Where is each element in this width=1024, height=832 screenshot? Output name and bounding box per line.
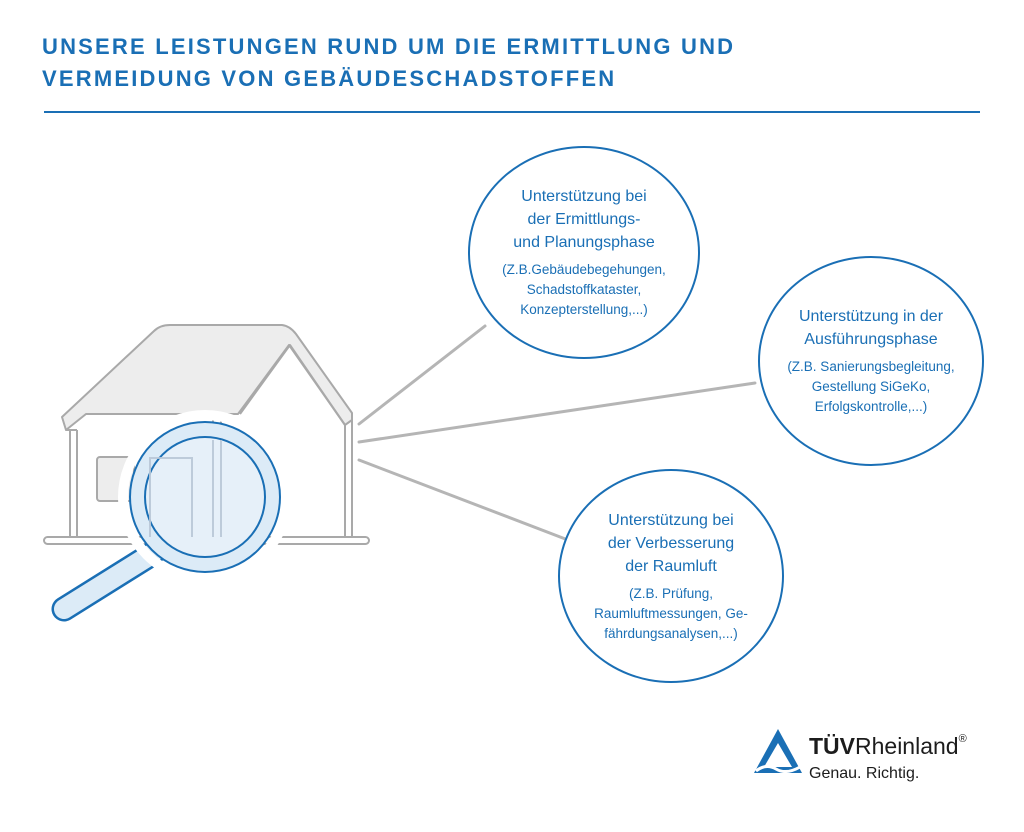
- bubble-indoor-air-title: Unterstützung bei der Verbesserung der R…: [607, 511, 735, 575]
- house-walls: [69, 420, 353, 537]
- tuv-registered-mark: ®: [958, 733, 967, 745]
- magnifier-lens-halo: [118, 410, 292, 584]
- bubble-indoor-air: Unterstützung bei der Verbesserung der R…: [558, 469, 784, 683]
- page-title-line-1: Unsere Leistungen rund um die Ermittlung…: [42, 34, 736, 59]
- magnifier-lens-detail: [149, 440, 222, 537]
- magnifier-handle-inner: [54, 544, 162, 619]
- tuv-brand-regular: Rheinland: [855, 733, 959, 759]
- connector-lines: [357, 324, 757, 542]
- connector-line-air: [357, 458, 570, 542]
- house-gable: [239, 344, 346, 426]
- bubble-planning-detail: (Z.B.Gebäudebegehungen, Schadstoffkatast…: [502, 262, 666, 317]
- connector-line-execution: [357, 381, 757, 444]
- house-roof: [61, 324, 353, 431]
- magnifier-lens: [144, 436, 266, 558]
- tuv-brand-bold: TÜV: [809, 733, 855, 759]
- connector-line-planning: [357, 324, 487, 426]
- bubble-indoor-air-detail: (Z.B. Prüfung, Raumluftmessungen, Ge- fä…: [594, 585, 748, 641]
- page-title-line-2: Vermeidung von Gebäudeschadstoffen: [42, 66, 617, 91]
- tuv-triangle-logo-icon: [754, 729, 802, 774]
- bubble-planning-phase: Unterstützung bei der Ermittlungs- und P…: [468, 146, 700, 359]
- bubble-execution-detail: (Z.B. Sanierungsbegleitung, Gestellung S…: [787, 359, 955, 414]
- bubble-execution-title: Unterstützung in der Ausführungsphase: [798, 308, 944, 348]
- page-title: Unsere Leistungen rund um die Ermittlung…: [42, 31, 735, 95]
- magnifier-icon: [51, 410, 292, 622]
- tuv-logo: TÜVRheinland® Genau. Richtig.: [752, 727, 992, 797]
- tuv-brand-name: TÜVRheinland®: [809, 733, 967, 760]
- tuv-tagline: Genau. Richtig.: [809, 765, 920, 782]
- title-divider: [44, 111, 980, 113]
- bubble-execution-phase: Unterstützung in der Ausführungsphase (Z…: [758, 256, 984, 466]
- bubble-planning-title: Unterstützung bei der Ermittlungs- und P…: [513, 188, 655, 251]
